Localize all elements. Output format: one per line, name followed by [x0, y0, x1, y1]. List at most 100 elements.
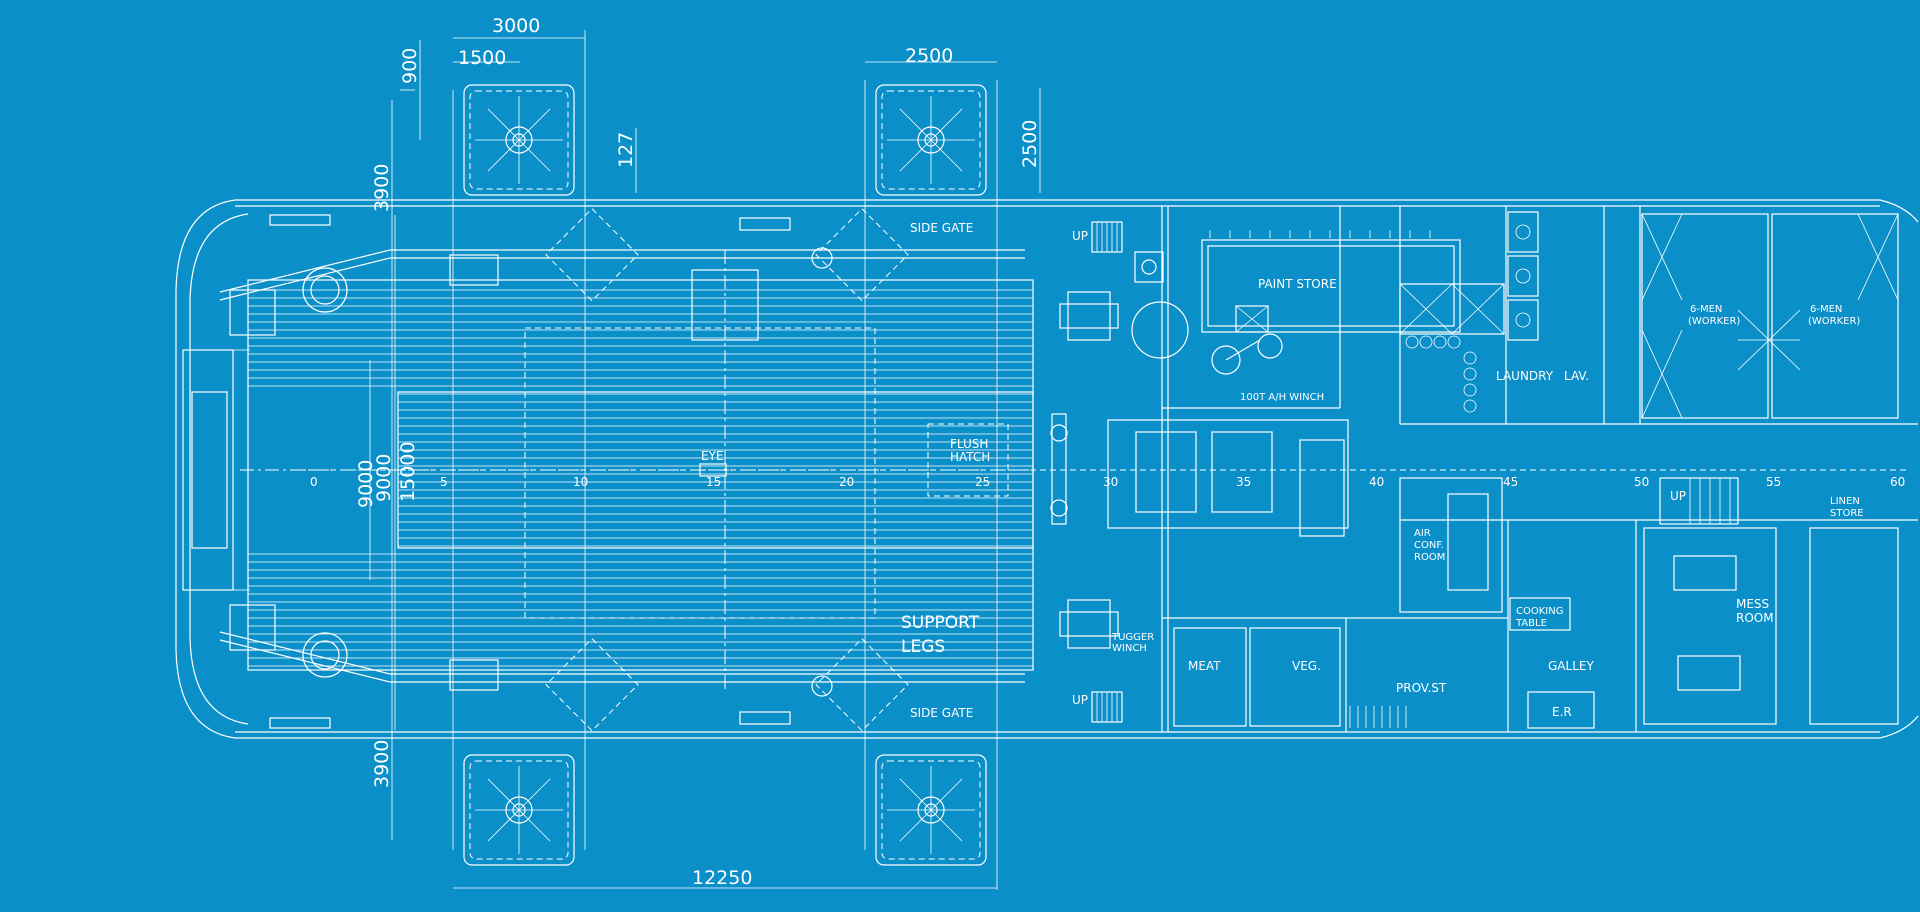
leg-pad-spoke [487, 778, 520, 811]
air-conf-label-3: ROOM [1414, 552, 1445, 563]
stair-up-label: UP [1670, 489, 1686, 503]
lav-label: LAV. [1564, 369, 1589, 383]
leg-pad-spoke [487, 139, 520, 172]
cabin-right-label-2: (WORKER) [1808, 316, 1860, 327]
leg-pad-spoke [518, 108, 551, 141]
leg-pad-spoke [930, 809, 963, 842]
frame-5: 5 [440, 475, 448, 489]
leg-pad-spoke [899, 139, 932, 172]
linen-store-label-1: LINEN [1830, 496, 1860, 507]
leg-pad-spoke [899, 108, 932, 141]
flush-hatch-label-2: HATCH [950, 450, 990, 464]
dim-beam-9000a: 9000 [355, 460, 377, 508]
side-gate-bottom-label: SIDE GATE [910, 706, 973, 720]
leg-pad-spoke [930, 108, 963, 141]
frame-15: 15 [706, 475, 721, 489]
dim-beam-15000: 15000 [397, 442, 419, 502]
leg-pad-outer [463, 84, 575, 196]
linen-store-label-2: STORE [1830, 508, 1864, 519]
dim-top-width: 3000 [492, 15, 540, 37]
support-legs [463, 84, 987, 866]
side-gate-top-label: SIDE GATE [910, 221, 973, 235]
cargo-deck [240, 250, 1034, 690]
leg-pad-core [512, 803, 526, 817]
winch-label: 100T A/H WINCH [1240, 392, 1324, 403]
up-bottom-label: UP [1072, 693, 1088, 707]
frame-20: 20 [839, 475, 854, 489]
frame-30: 30 [1103, 475, 1118, 489]
hull-outline [175, 199, 1919, 739]
leg-pad-outer [463, 754, 575, 866]
laundry-label: LAUNDRY [1496, 369, 1554, 383]
support-legs-label-2: LEGS [901, 637, 945, 657]
frame-40: 40 [1369, 475, 1384, 489]
frame-55: 55 [1766, 475, 1781, 489]
mess-room-label-1: MESS [1736, 597, 1769, 611]
leg-pad-spoke [899, 778, 932, 811]
dim-bottom-length: 12250 [692, 867, 752, 889]
leg-pad-hub [917, 126, 945, 154]
er-label: E.R [1552, 705, 1572, 719]
cabin-left-label-2: (WORKER) [1688, 316, 1740, 327]
leg-pad-spoke [518, 809, 551, 842]
dim-beam-9000b: 9000 [373, 454, 395, 502]
leg-pad-core [924, 803, 938, 817]
leg-pad-inner [469, 760, 569, 860]
galley-label: GALLEY [1548, 659, 1594, 673]
leg-pad-hub [505, 126, 533, 154]
frame-35: 35 [1236, 475, 1251, 489]
air-conf-label-1: AIR [1414, 528, 1431, 539]
dim-right-height: 2500 [1019, 120, 1041, 168]
air-conf-label-2: CONF. [1414, 540, 1444, 551]
cooking-table-label-1: COOKING [1516, 606, 1563, 617]
dim-left-mid: 3900 [371, 164, 393, 212]
leg-pad-inner [881, 760, 981, 860]
cooking-table-label-2: TABLE [1515, 618, 1547, 629]
frame-0: 0 [310, 475, 318, 489]
leg-pad-spoke [518, 778, 551, 811]
frame-10: 10 [573, 475, 588, 489]
frame-25: 25 [975, 475, 990, 489]
eye-label: EYE [701, 449, 724, 463]
dim-left-top: 900 [399, 48, 421, 84]
dimension-texts: 3000 1500 2500 2500 900 3900 127 3900 90… [355, 15, 1041, 889]
prov-store-label: PROV.ST [1396, 681, 1447, 695]
leg-pad-inner [469, 90, 569, 190]
meat-label: MEAT [1188, 659, 1221, 673]
accommodation: UP UP TUGGER WINCH PAINT STORE 100T A/H … [1050, 206, 1918, 732]
dimension-lines [369, 37, 1041, 889]
dim-left-lower: 3900 [371, 740, 393, 788]
leg-pad-spoke [487, 108, 520, 141]
leg-pad-spoke [518, 139, 551, 172]
cabin-left-label-1: 6-MEN [1690, 304, 1722, 315]
support-legs-label-1: SUPPORT [901, 613, 980, 633]
tugger-winch-label-1: TUGGER [1111, 632, 1154, 643]
mess-room-label-2: ROOM [1736, 611, 1774, 625]
leg-pad-spoke [930, 139, 963, 172]
frame-45: 45 [1503, 475, 1518, 489]
veg-label: VEG. [1292, 659, 1321, 673]
leg-pad-hub [917, 796, 945, 824]
deck-planking [248, 289, 1033, 667]
tugger-winch-label-2: WINCH [1112, 643, 1147, 654]
leg-frames [449, 30, 998, 890]
frame-50: 50 [1634, 475, 1649, 489]
leg-pad-outer [875, 84, 987, 196]
leg-pad-core [512, 133, 526, 147]
dim-small: 127 [615, 132, 637, 168]
leg-pad-spoke [487, 809, 520, 842]
leg-pad-core [924, 133, 938, 147]
leg-pad-spoke [899, 809, 932, 842]
leg-pad-spoke [930, 778, 963, 811]
frame-scale: 0 5 10 15 20 25 30 35 40 45 50 55 60 [300, 469, 1910, 489]
flush-hatch-label-1: FLUSH [950, 437, 988, 451]
paint-store-label: PAINT STORE [1258, 277, 1337, 291]
leg-pad-outer [875, 754, 987, 866]
up-top-label: UP [1072, 229, 1088, 243]
dim-top-right: 2500 [905, 45, 953, 67]
leg-pad-hub [505, 796, 533, 824]
dim-top-half: 1500 [458, 47, 506, 69]
frame-60: 60 [1890, 475, 1905, 489]
cabin-right-label-1: 6-MEN [1810, 304, 1842, 315]
